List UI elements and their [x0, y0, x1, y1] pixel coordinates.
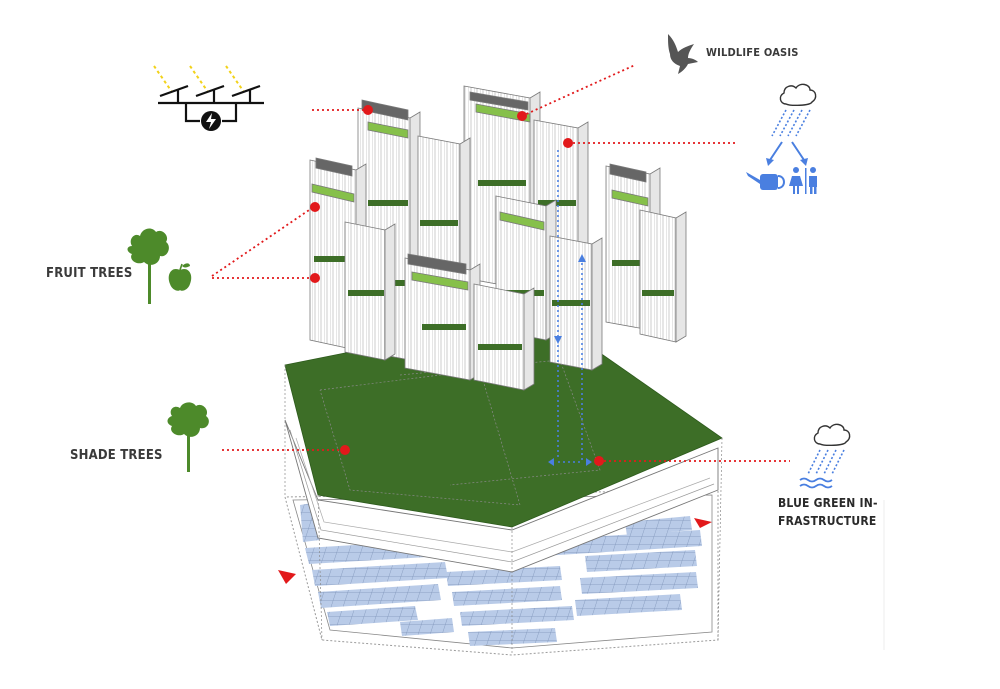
shade-tree-icon	[167, 402, 209, 472]
solar-panel-icon	[153, 65, 264, 131]
water-flow-arrows	[557, 150, 583, 463]
fruit-tree-icon	[127, 228, 192, 304]
tower	[417, 135, 471, 291]
blue-green-infrastructure-label: BLUE GREEN IN- FRASTRUCTURE	[778, 494, 878, 530]
tower	[344, 221, 396, 361]
bird-icon	[668, 34, 698, 74]
leader-dots	[310, 105, 604, 466]
tower	[404, 253, 481, 381]
shade-trees-label: SHADE TREES	[70, 448, 163, 463]
direction-marker	[278, 570, 296, 584]
leader-lines	[211, 64, 790, 462]
rain-cloud-water-icon	[799, 423, 851, 489]
apple-icon	[168, 263, 192, 291]
base-platform	[284, 324, 723, 656]
tower-cluster	[309, 85, 687, 391]
wildlife-oasis-label: WILDLIFE OASIS	[706, 46, 799, 59]
water-flow-arrowheads	[548, 254, 592, 466]
solar-field	[300, 502, 702, 646]
restroom-icon	[789, 167, 817, 194]
fruit-trees-label: FRUIT TREES	[46, 266, 133, 281]
watering-can-icon	[746, 172, 785, 190]
tower	[473, 283, 535, 391]
direction-marker	[694, 518, 712, 528]
blue-green-label-line-2: FRASTRUCTURE	[778, 514, 877, 528]
tower	[639, 209, 687, 343]
rain-cloud-reuse-icon	[746, 83, 817, 194]
blue-green-label-line-1: BLUE GREEN IN-	[778, 496, 878, 510]
